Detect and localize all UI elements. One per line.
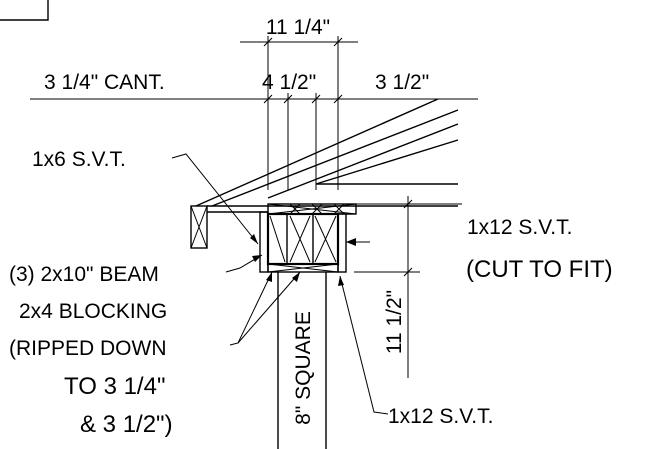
leader-1x12-svt-top bbox=[346, 238, 370, 246]
label-beam: (3) 2x10" BEAM bbox=[9, 263, 159, 286]
label-1x12-svt-top-line2: (CUT TO FIT) bbox=[466, 256, 613, 283]
roof-rafter bbox=[195, 98, 459, 207]
dimension-overall bbox=[240, 36, 358, 190]
dimension-cantilever-text: 3 1/4" CANT. bbox=[44, 71, 165, 94]
dimension-middle-text: 4 1/2" bbox=[262, 71, 316, 94]
label-1x12-svt-top-line1: 1x12 S.V.T. bbox=[467, 216, 572, 239]
leader-1x12-svt-bottom bbox=[338, 275, 389, 415]
dimension-right-text: 3 1/2" bbox=[375, 71, 429, 94]
post-8in-square bbox=[277, 272, 327, 449]
title-block-corner bbox=[0, 0, 49, 21]
label-1x12-svt-bottom: 1x12 S.V.T. bbox=[388, 405, 493, 428]
beam-2x10 bbox=[266, 212, 340, 266]
post-label: 8" SQUARE bbox=[292, 311, 315, 425]
label-blocking-line1: 2x4 BLOCKING bbox=[19, 300, 167, 323]
label-blocking-line3: TO 3 1/4" bbox=[64, 373, 165, 400]
dimension-overall-text: 11 1/4" bbox=[266, 16, 330, 39]
dimension-beam-depth bbox=[354, 196, 462, 378]
bottom-blocking bbox=[267, 263, 339, 273]
label-blocking-line4: & 3 1/2") bbox=[80, 411, 173, 438]
svt-right-board bbox=[337, 213, 347, 273]
leader-beam bbox=[225, 254, 263, 273]
label-blocking-line2: (RIPPED DOWN bbox=[9, 337, 167, 360]
dimension-string-lower bbox=[30, 93, 478, 190]
fascia-board bbox=[190, 205, 208, 249]
label-1x6-svt: 1x6 S.V.T. bbox=[32, 148, 126, 171]
soffit-plate bbox=[207, 205, 458, 213]
dimension-beam-depth-text: 11 1/2" bbox=[383, 290, 406, 354]
leader-blocking bbox=[229, 271, 301, 346]
svt-left-board bbox=[259, 211, 269, 273]
leader-1x6-svt bbox=[171, 153, 259, 245]
